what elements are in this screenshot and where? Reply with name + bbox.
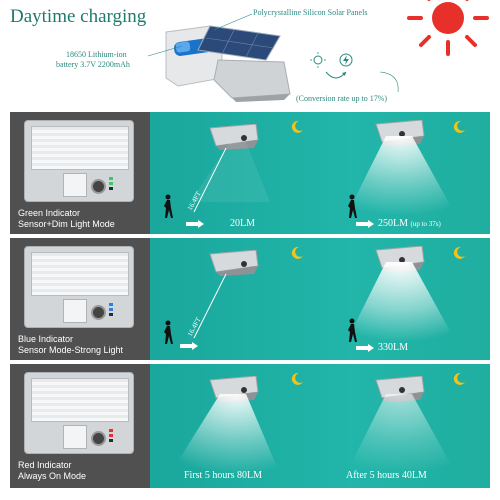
mode-switch-icon	[91, 179, 106, 194]
mode-scene-green: 16.4FT 20LM 250LM (up to	[150, 112, 490, 234]
indicator-leds	[109, 177, 113, 193]
battery-label-line2: battery 3.7V 2200mAh	[56, 60, 130, 69]
moon-icon	[291, 372, 303, 385]
right-lumen-output: 330LM	[378, 342, 408, 353]
conversion-label: (Conversion rate up to 17%)	[296, 94, 388, 103]
wall-lamp-icon	[209, 250, 259, 276]
moon-icon	[291, 246, 303, 259]
device-illustration	[24, 246, 134, 328]
solar-panel-face	[31, 126, 129, 170]
page-title: Daytime charging	[10, 6, 147, 27]
mode-scene-blue: 16.4FT 330LM	[150, 238, 490, 360]
battery-label-line1: 18650 Lithium-ion	[66, 50, 127, 59]
indicator-name: Red Indicator	[18, 460, 72, 470]
light-beam-bright	[346, 262, 456, 342]
arrow-icon	[186, 220, 204, 228]
right-lumen-output: 250LM (up to 37s)	[378, 218, 441, 229]
right-lumen-value: 250LM	[378, 218, 408, 229]
led-3	[109, 187, 113, 190]
solar-panel-label: Polycrystalline Silicon Solar Panels	[253, 8, 368, 17]
light-beam-bright	[346, 136, 456, 216]
indicator-leds	[109, 303, 113, 319]
light-beam-bright	[170, 394, 280, 474]
indicator-leds	[109, 429, 113, 445]
indicator-mode: Always On Mode	[18, 471, 87, 481]
solar-device-image	[165, 25, 291, 102]
walking-person-icon	[164, 194, 173, 218]
device-illustration	[24, 372, 134, 454]
arrow-icon	[356, 220, 374, 228]
moon-icon	[453, 372, 465, 385]
solar-panel-face	[31, 378, 129, 422]
light-beam-dim	[346, 394, 456, 474]
arrow-icon	[356, 344, 374, 352]
conversion-icon	[310, 52, 353, 79]
sun-icon	[407, 0, 489, 56]
motion-sensor	[63, 173, 87, 197]
walking-person-icon	[348, 318, 357, 342]
indicator-mode: Sensor Mode-Strong Light	[18, 345, 124, 355]
led-1	[109, 303, 113, 306]
right-lumen-output: After 5 hours 40LM	[346, 470, 427, 481]
device-illustration	[24, 120, 134, 202]
indicator-text: Red Indicator Always On Mode	[18, 460, 86, 482]
walking-person-icon	[164, 320, 173, 344]
led-1	[109, 177, 113, 180]
light-beam	[190, 142, 270, 202]
motion-sensor	[63, 299, 87, 323]
indicator-mode: Sensor+Dim Light Mode	[18, 219, 115, 229]
mode-switch-icon	[91, 431, 106, 446]
walking-person-icon	[348, 194, 357, 218]
charging-illustration	[162, 20, 302, 102]
indicator-text: Green Indicator Sensor+Dim Light Mode	[18, 208, 115, 230]
indicator-text: Blue Indicator Sensor Mode-Strong Light	[18, 334, 123, 356]
right-lumen-note: (up to 37s)	[410, 220, 441, 228]
distance-line	[193, 147, 227, 213]
mode-switch-icon	[91, 305, 106, 320]
distance-line	[193, 273, 227, 339]
moon-icon	[453, 246, 465, 259]
moon-icon	[291, 120, 303, 133]
motion-sensor	[63, 425, 87, 449]
indicator-name: Blue Indicator	[18, 334, 74, 344]
moon-icon	[453, 120, 465, 133]
led-2	[109, 434, 113, 437]
led-2	[109, 182, 113, 185]
left-lumen-output: 20LM	[230, 218, 255, 229]
indicator-name: Green Indicator	[18, 208, 81, 218]
mode-scene-red: First 5 hours 80LM After 5 hours 40LM	[150, 364, 490, 488]
label-leaders	[147, 13, 399, 93]
led-2	[109, 308, 113, 311]
solar-panel-face	[31, 252, 129, 296]
led-1	[109, 429, 113, 432]
left-lumen-output: First 5 hours 80LM	[184, 470, 263, 481]
led-3	[109, 439, 113, 442]
wall-lamp-icon	[209, 124, 259, 150]
arrow-icon	[180, 342, 198, 350]
led-3	[109, 313, 113, 316]
